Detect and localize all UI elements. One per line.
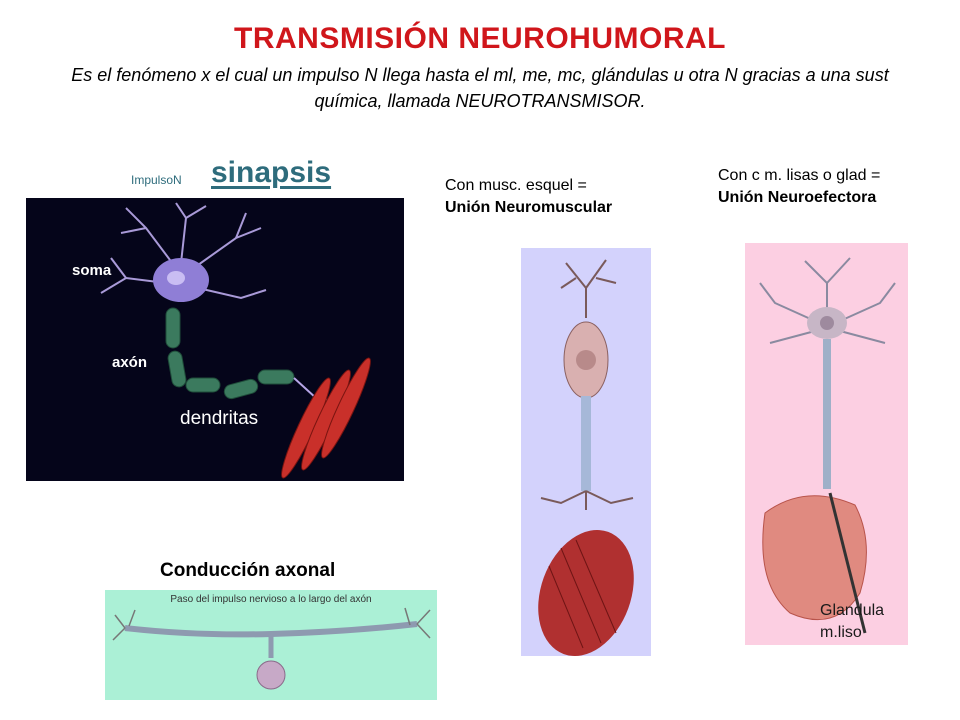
gland-label: Glandula m.liso <box>820 600 884 644</box>
page-title: TRANSMISIÓN NEUROHUMORAL <box>234 22 726 55</box>
axonal-caption: Paso del impulso nervioso a lo largo del… <box>170 594 372 605</box>
page-subtitle: Es el fenómeno x el cual un impulso N ll… <box>71 65 889 111</box>
axonal-conduction-image: Paso del impulso nervioso a lo largo del… <box>105 590 437 700</box>
neuromuscular-illustration <box>538 259 634 656</box>
neuroeffector-image <box>745 243 908 645</box>
axon-illustration <box>112 607 431 690</box>
dendrites-label: dendritas <box>180 408 259 429</box>
skeletal-line1: Con musc. esquel = <box>445 177 587 194</box>
neuromuscular-image <box>521 248 651 656</box>
synapse-link[interactable]: sinapsis <box>211 156 332 189</box>
smooth-line2: Unión Neuroefectora <box>718 189 877 206</box>
soma-label: soma <box>72 262 112 279</box>
axonal-conduction-title: Conducción axonal <box>160 560 336 581</box>
gland-label-line2: m.liso <box>820 624 862 641</box>
neuroeffector-junction-label: Con c m. lisas o glad = Unión Neuroefect… <box>718 165 880 209</box>
impulse-label: ImpulsoN <box>131 173 182 187</box>
gland-label-line1: Glandula <box>820 602 885 619</box>
gland-illustration <box>759 257 896 634</box>
skeletal-junction-label: Con musc. esquel = Unión Neuromuscular <box>445 175 612 219</box>
axon-label: axón <box>112 354 148 371</box>
neuron-illustration <box>100 202 371 479</box>
skeletal-line2: Unión Neuromuscular <box>445 199 613 216</box>
smooth-line1: Con c m. lisas o glad = <box>718 167 881 184</box>
synapse-neuron-image: soma axón dendritas <box>26 198 404 481</box>
